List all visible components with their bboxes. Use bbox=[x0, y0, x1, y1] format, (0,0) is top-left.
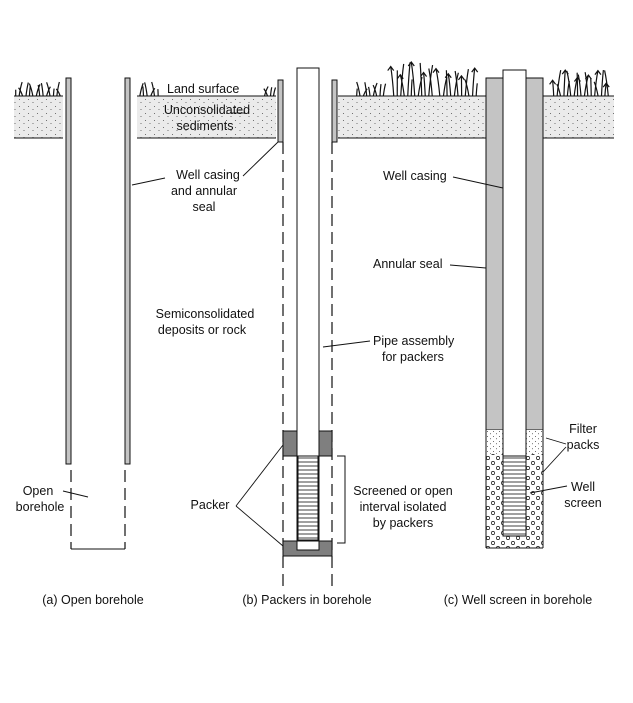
grass-blade bbox=[26, 83, 28, 96]
grass-blade bbox=[391, 67, 394, 96]
grass-blade bbox=[357, 89, 358, 96]
well-casing-label: Well casing bbox=[383, 169, 447, 183]
semiconsolidated-label-2: deposits or rock bbox=[158, 323, 247, 337]
grass-blade bbox=[274, 87, 276, 96]
packer-upper-left bbox=[283, 431, 297, 456]
casing-seal-label-1: Well casing bbox=[176, 168, 240, 182]
semiconsolidated-label-1: Semiconsolidated bbox=[156, 307, 255, 321]
captions: (a) Open borehole (b) Packers in borehol… bbox=[42, 593, 592, 607]
grass-blade bbox=[145, 82, 148, 96]
screened-label-2: interval isolated bbox=[360, 500, 447, 514]
open-borehole-label-2: borehole bbox=[16, 500, 65, 514]
caption-b: (b) Packers in borehole bbox=[242, 593, 371, 607]
grass-blade bbox=[424, 73, 426, 96]
casing-wall-left bbox=[66, 78, 71, 464]
well-casing-pipe bbox=[503, 70, 526, 456]
grass-blade bbox=[420, 63, 422, 96]
grass-blade bbox=[473, 68, 475, 96]
unconsolidated-label-1: Unconsolidated bbox=[164, 103, 250, 117]
grass-blade bbox=[436, 69, 440, 96]
grass-blade bbox=[383, 84, 385, 96]
casing-wall-right bbox=[125, 78, 130, 464]
screened-label-1: Screened or open bbox=[353, 484, 452, 498]
grass-blade bbox=[564, 70, 565, 96]
grass-blade bbox=[476, 83, 477, 96]
caption-c: (c) Well screen in borehole bbox=[444, 593, 592, 607]
well-screen-label-1: Well bbox=[571, 480, 595, 494]
grass-blade bbox=[408, 62, 410, 96]
borehole-c bbox=[486, 70, 543, 548]
grass-blade bbox=[143, 86, 144, 96]
grass-blade bbox=[411, 79, 412, 96]
pipe-assembly-label-2: for packers bbox=[382, 350, 444, 364]
grass-blade bbox=[53, 89, 54, 96]
grass-blade bbox=[553, 80, 554, 96]
screened-label-3: by packers bbox=[373, 516, 433, 530]
caption-a: (a) Open borehole bbox=[42, 593, 144, 607]
unconsolidated-label-2: sediments bbox=[177, 119, 234, 133]
casing-seal-label-3: seal bbox=[193, 200, 216, 214]
grass-blade bbox=[380, 84, 381, 96]
packer-upper-right bbox=[319, 431, 332, 456]
grass-blade bbox=[41, 83, 43, 96]
filter-packs-label-1: Filter bbox=[569, 422, 597, 436]
grass-blade bbox=[365, 82, 367, 96]
grass-blade bbox=[369, 87, 370, 96]
land-surface-label: Land surface bbox=[167, 82, 239, 96]
filter-packs-label-2: packs bbox=[567, 438, 600, 452]
packer-label: Packer bbox=[191, 498, 230, 512]
open-borehole-label-1: Open bbox=[23, 484, 54, 498]
grass-blade bbox=[271, 87, 272, 96]
grass-blade bbox=[446, 70, 447, 96]
borehole-b bbox=[276, 68, 345, 590]
grass-blade bbox=[578, 75, 581, 96]
casing-seal-label-2: and annular bbox=[171, 184, 237, 198]
grass-blade bbox=[601, 70, 603, 96]
well-screen-label-2: screen bbox=[564, 496, 602, 510]
pipe-assembly-label-1: Pipe assembly bbox=[373, 334, 455, 348]
screen-interval-b bbox=[298, 456, 318, 540]
annular-seal-label: Annular seal bbox=[373, 257, 443, 271]
borehole-a bbox=[63, 78, 137, 549]
